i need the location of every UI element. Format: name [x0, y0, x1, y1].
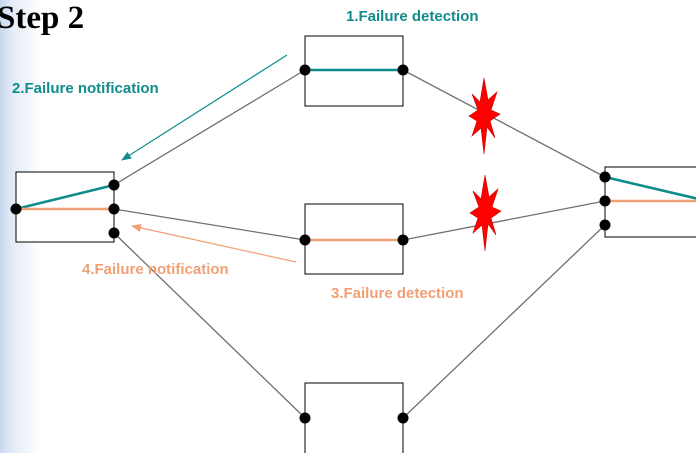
active-paths	[15, 68, 696, 242]
failure-detection-label-3: 3.Failure detection	[331, 285, 464, 302]
failure-detection-label-1: 1.Failure detection	[346, 8, 479, 25]
port	[108, 179, 120, 191]
step-title: Step 2	[0, 0, 85, 36]
port	[599, 195, 611, 207]
red-burst-icon	[469, 174, 502, 252]
port	[299, 64, 311, 76]
ports	[10, 64, 611, 424]
port	[108, 227, 120, 239]
link-middle-right	[402, 200, 606, 241]
port	[599, 171, 611, 183]
failure-notification-label-2: 2.Failure notification	[12, 80, 159, 97]
node-bottom	[304, 382, 404, 453]
node-left	[15, 171, 115, 243]
port	[108, 203, 120, 215]
failure-notification-label-4: 4.Failure notification	[82, 261, 229, 278]
link-left-middle	[113, 208, 306, 241]
port	[299, 234, 311, 246]
teal-path-left	[15, 183, 115, 211]
port	[397, 412, 409, 424]
port	[599, 219, 611, 231]
link-left-top	[113, 69, 306, 186]
port	[10, 203, 22, 215]
port	[397, 64, 409, 76]
link-bottom-right	[402, 224, 606, 419]
teal-path-right	[604, 175, 696, 200]
notification-arrow-teal	[121, 54, 288, 161]
link-top-right	[402, 69, 606, 178]
port	[397, 234, 409, 246]
links	[113, 69, 606, 419]
port	[299, 412, 311, 424]
notification-arrow-orange	[131, 224, 297, 263]
link-left-bottom	[113, 232, 306, 419]
red-burst-icon	[468, 77, 501, 155]
